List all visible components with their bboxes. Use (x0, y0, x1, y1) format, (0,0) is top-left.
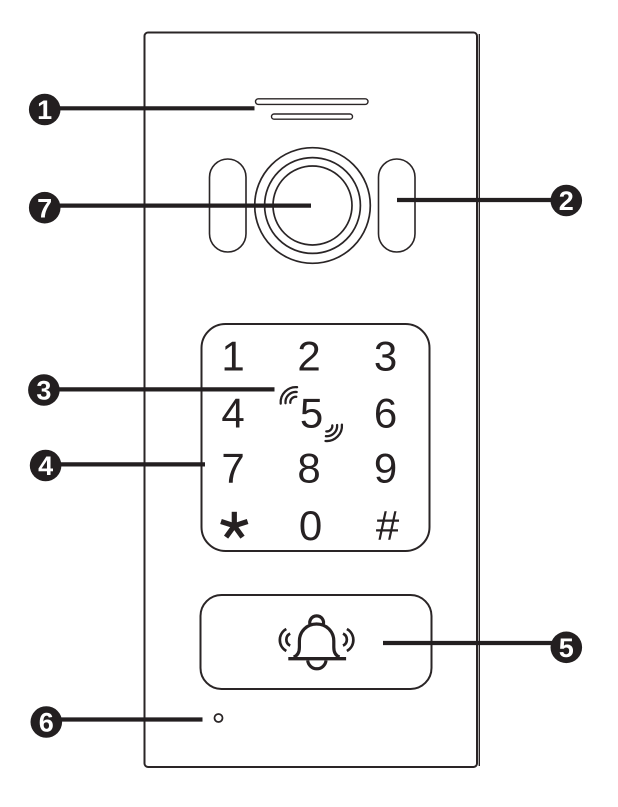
svg-text:6: 6 (39, 708, 54, 738)
svg-text:5: 5 (559, 633, 574, 663)
svg-text:2: 2 (559, 186, 574, 216)
svg-text:#: # (376, 502, 400, 549)
svg-text:7: 7 (37, 193, 52, 223)
svg-text:1: 1 (37, 95, 52, 125)
svg-text:3: 3 (36, 376, 51, 406)
svg-text:3: 3 (374, 333, 397, 380)
svg-text:0: 0 (299, 502, 322, 549)
svg-text:6: 6 (374, 390, 397, 437)
svg-text:5: 5 (300, 390, 323, 437)
svg-text:8: 8 (297, 445, 320, 492)
svg-text:7: 7 (221, 445, 244, 492)
svg-text:4: 4 (221, 390, 244, 437)
svg-text:2: 2 (297, 333, 320, 380)
svg-text:4: 4 (38, 451, 53, 481)
svg-text:9: 9 (374, 445, 397, 492)
svg-text:1: 1 (221, 333, 244, 380)
